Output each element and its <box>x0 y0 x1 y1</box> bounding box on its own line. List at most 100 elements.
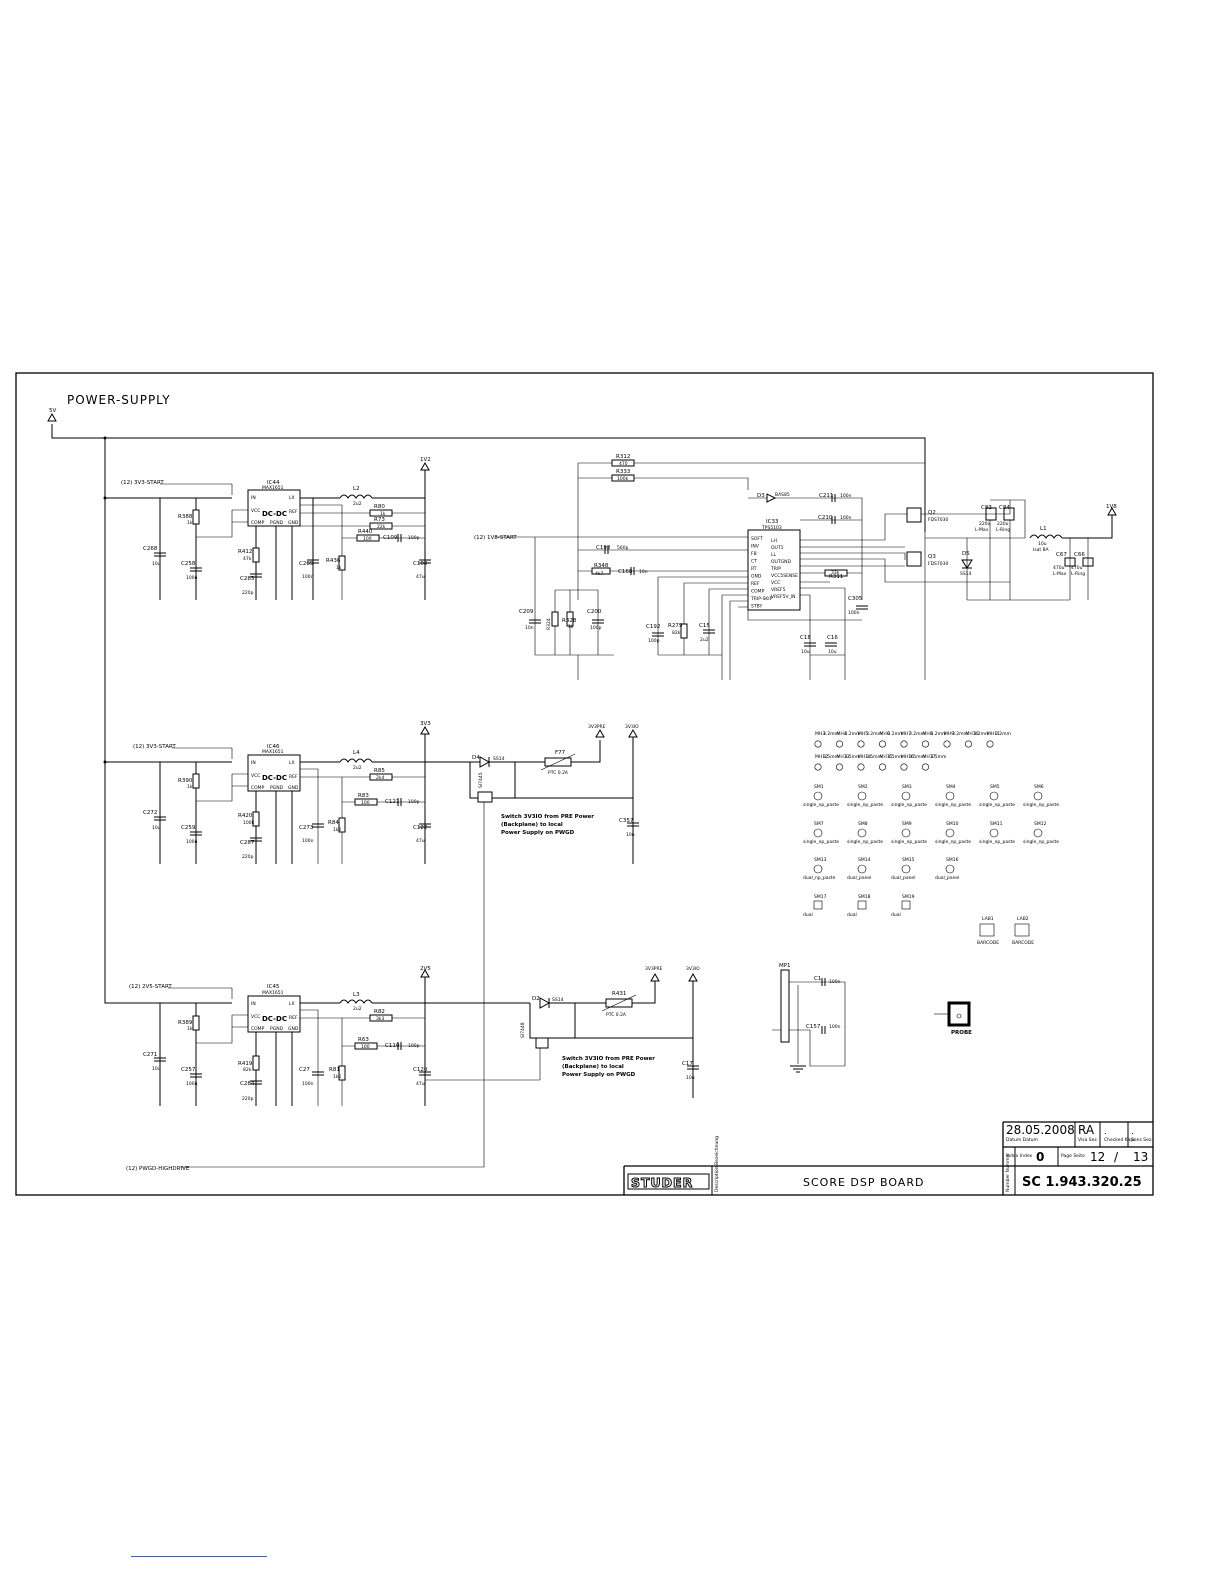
svg-text:single_np_paste: single_np_paste <box>891 839 927 845</box>
svg-text:dual_panel: dual_panel <box>935 875 959 881</box>
svg-text:TPS5103: TPS5103 <box>761 525 782 531</box>
svg-text:3.2mm: 3.2mm <box>952 731 968 737</box>
svg-text:SM11: SM11 <box>990 821 1003 827</box>
svg-text:3.5mm: 3.5mm <box>845 754 861 760</box>
svg-text:33k: 33k <box>831 570 840 576</box>
svg-text:C66: C66 <box>1074 552 1085 558</box>
svg-text:10u: 10u <box>152 1066 161 1072</box>
svg-text:D3: D3 <box>757 493 765 499</box>
svg-text:C15: C15 <box>699 623 710 629</box>
svg-text:100n: 100n <box>840 493 852 499</box>
pin-label: TRIP <box>770 566 781 572</box>
svg-text:C27: C27 <box>299 1067 310 1073</box>
svg-text:single_np_paste: single_np_paste <box>891 802 927 808</box>
svg-text:single_np_paste: single_np_paste <box>935 802 971 808</box>
svg-text:SM18: SM18 <box>858 894 871 900</box>
svg-text:R80: R80 <box>374 504 385 510</box>
svg-text:10u: 10u <box>152 825 161 831</box>
svg-text:(12) PWGD-HIGHDRIVE: (12) PWGD-HIGHDRIVE <box>126 1166 190 1172</box>
svg-text:100n: 100n <box>302 574 314 580</box>
svg-text:3.5mm: 3.5mm <box>909 754 925 760</box>
svg-text:Switch 3V3IO from PRE Power: Switch 3V3IO from PRE Power <box>562 1056 655 1062</box>
svg-text:C109: C109 <box>383 535 398 541</box>
svg-text:R388: R388 <box>178 514 193 520</box>
switch-2v5: D2 SS14 SI7448 R431 PTC 0.2A 3V3PRE 3V3I… <box>520 966 700 1098</box>
svg-text:3.2mm: 3.2mm <box>931 731 947 737</box>
svg-text:220p: 220p <box>242 590 254 596</box>
svg-text:PTC 0.2A: PTC 0.2A <box>606 1012 627 1018</box>
svg-text:R412: R412 <box>238 549 252 555</box>
svg-text:PGND: PGND <box>270 520 284 526</box>
svg-text:10n: 10n <box>639 569 648 575</box>
svg-text:LX: LX <box>289 760 295 766</box>
svg-text:MH7: MH7 <box>901 731 911 737</box>
svg-text:SM4: SM4 <box>946 784 956 790</box>
spacer-part: SM18 dual <box>847 894 871 918</box>
svg-text:RA: RA <box>1078 1123 1095 1137</box>
svg-text:single_np_paste: single_np_paste <box>847 802 883 808</box>
svg-text:10u: 10u <box>828 649 837 655</box>
svg-text:MAX1651: MAX1651 <box>262 749 284 755</box>
svg-text:3.2mm: 3.2mm <box>909 731 925 737</box>
svg-text:single_np_paste: single_np_paste <box>979 839 1015 845</box>
svg-text:100p: 100p <box>648 638 660 644</box>
svg-text:Q2: Q2 <box>928 510 936 516</box>
controller-ic33: (12) 1V8-START IC33 TPS5103 SOFTINVFBCTR… <box>474 454 1117 680</box>
svg-text:L4: L4 <box>353 750 360 756</box>
svg-text:SM14: SM14 <box>858 857 871 863</box>
svg-text:L-Ring: L-Ring <box>996 527 1010 533</box>
svg-text:SM8: SM8 <box>858 821 868 827</box>
svg-text:dual_np_paste: dual_np_paste <box>803 875 836 881</box>
svg-text:C108: C108 <box>413 561 428 567</box>
svg-text:C268: C268 <box>143 546 158 552</box>
pin-label: LH <box>771 538 777 544</box>
svg-text:PROBE: PROBE <box>951 1030 972 1036</box>
svg-text:REF: REF <box>289 1015 298 1021</box>
svg-text:R436: R436 <box>326 558 341 564</box>
svg-text:100n: 100n <box>829 1024 841 1030</box>
svg-text:220p: 220p <box>242 854 254 860</box>
svg-text:COMP: COMP <box>251 1026 265 1032</box>
svg-text:SM12: SM12 <box>1034 821 1047 827</box>
svg-text:Number Nummer: Number Nummer <box>1005 1153 1011 1192</box>
svg-text:BARCODE: BARCODE <box>1012 940 1034 946</box>
svg-text:3V3IO: 3V3IO <box>625 724 639 730</box>
svg-text:MH16: MH16 <box>901 754 914 760</box>
svg-text:470: 470 <box>619 461 628 467</box>
svg-text:3.2mm: 3.2mm <box>995 731 1011 737</box>
svg-text:R389: R389 <box>178 1020 193 1026</box>
svg-text:1k: 1k <box>336 565 342 571</box>
svg-text:PGND: PGND <box>270 785 284 791</box>
svg-text:IN: IN <box>251 495 256 501</box>
svg-text:R279: R279 <box>668 623 683 629</box>
svg-text:47u: 47u <box>416 1081 425 1087</box>
pin-label: INV <box>751 544 760 550</box>
sheet-frame <box>15 372 1154 1196</box>
svg-text:MH15: MH15 <box>880 754 893 760</box>
svg-text:C305: C305 <box>848 596 863 602</box>
svg-text:C1: C1 <box>814 976 821 982</box>
svg-text:Isat 8A: Isat 8A <box>1033 547 1049 553</box>
svg-text:SM16: SM16 <box>946 857 959 863</box>
svg-text:2u2: 2u2 <box>353 1006 362 1012</box>
svg-text:dual: dual <box>847 912 857 918</box>
svg-text:560p: 560p <box>617 545 629 551</box>
svg-text:C67: C67 <box>1056 552 1067 558</box>
svg-text:(Backplane) to local: (Backplane) to local <box>562 1064 624 1070</box>
svg-text:dual: dual <box>891 912 901 918</box>
svg-text:100p: 100p <box>408 1043 420 1049</box>
svg-text:LAB1: LAB1 <box>982 916 994 922</box>
svg-text:D2: D2 <box>532 996 540 1002</box>
pin-label: RT <box>751 566 757 572</box>
svg-text:C273: C273 <box>299 825 314 831</box>
svg-text:4k7: 4k7 <box>595 571 603 577</box>
svg-text:IC44: IC44 <box>267 480 280 486</box>
svg-text:Page Seite: Page Seite <box>1061 1153 1085 1159</box>
